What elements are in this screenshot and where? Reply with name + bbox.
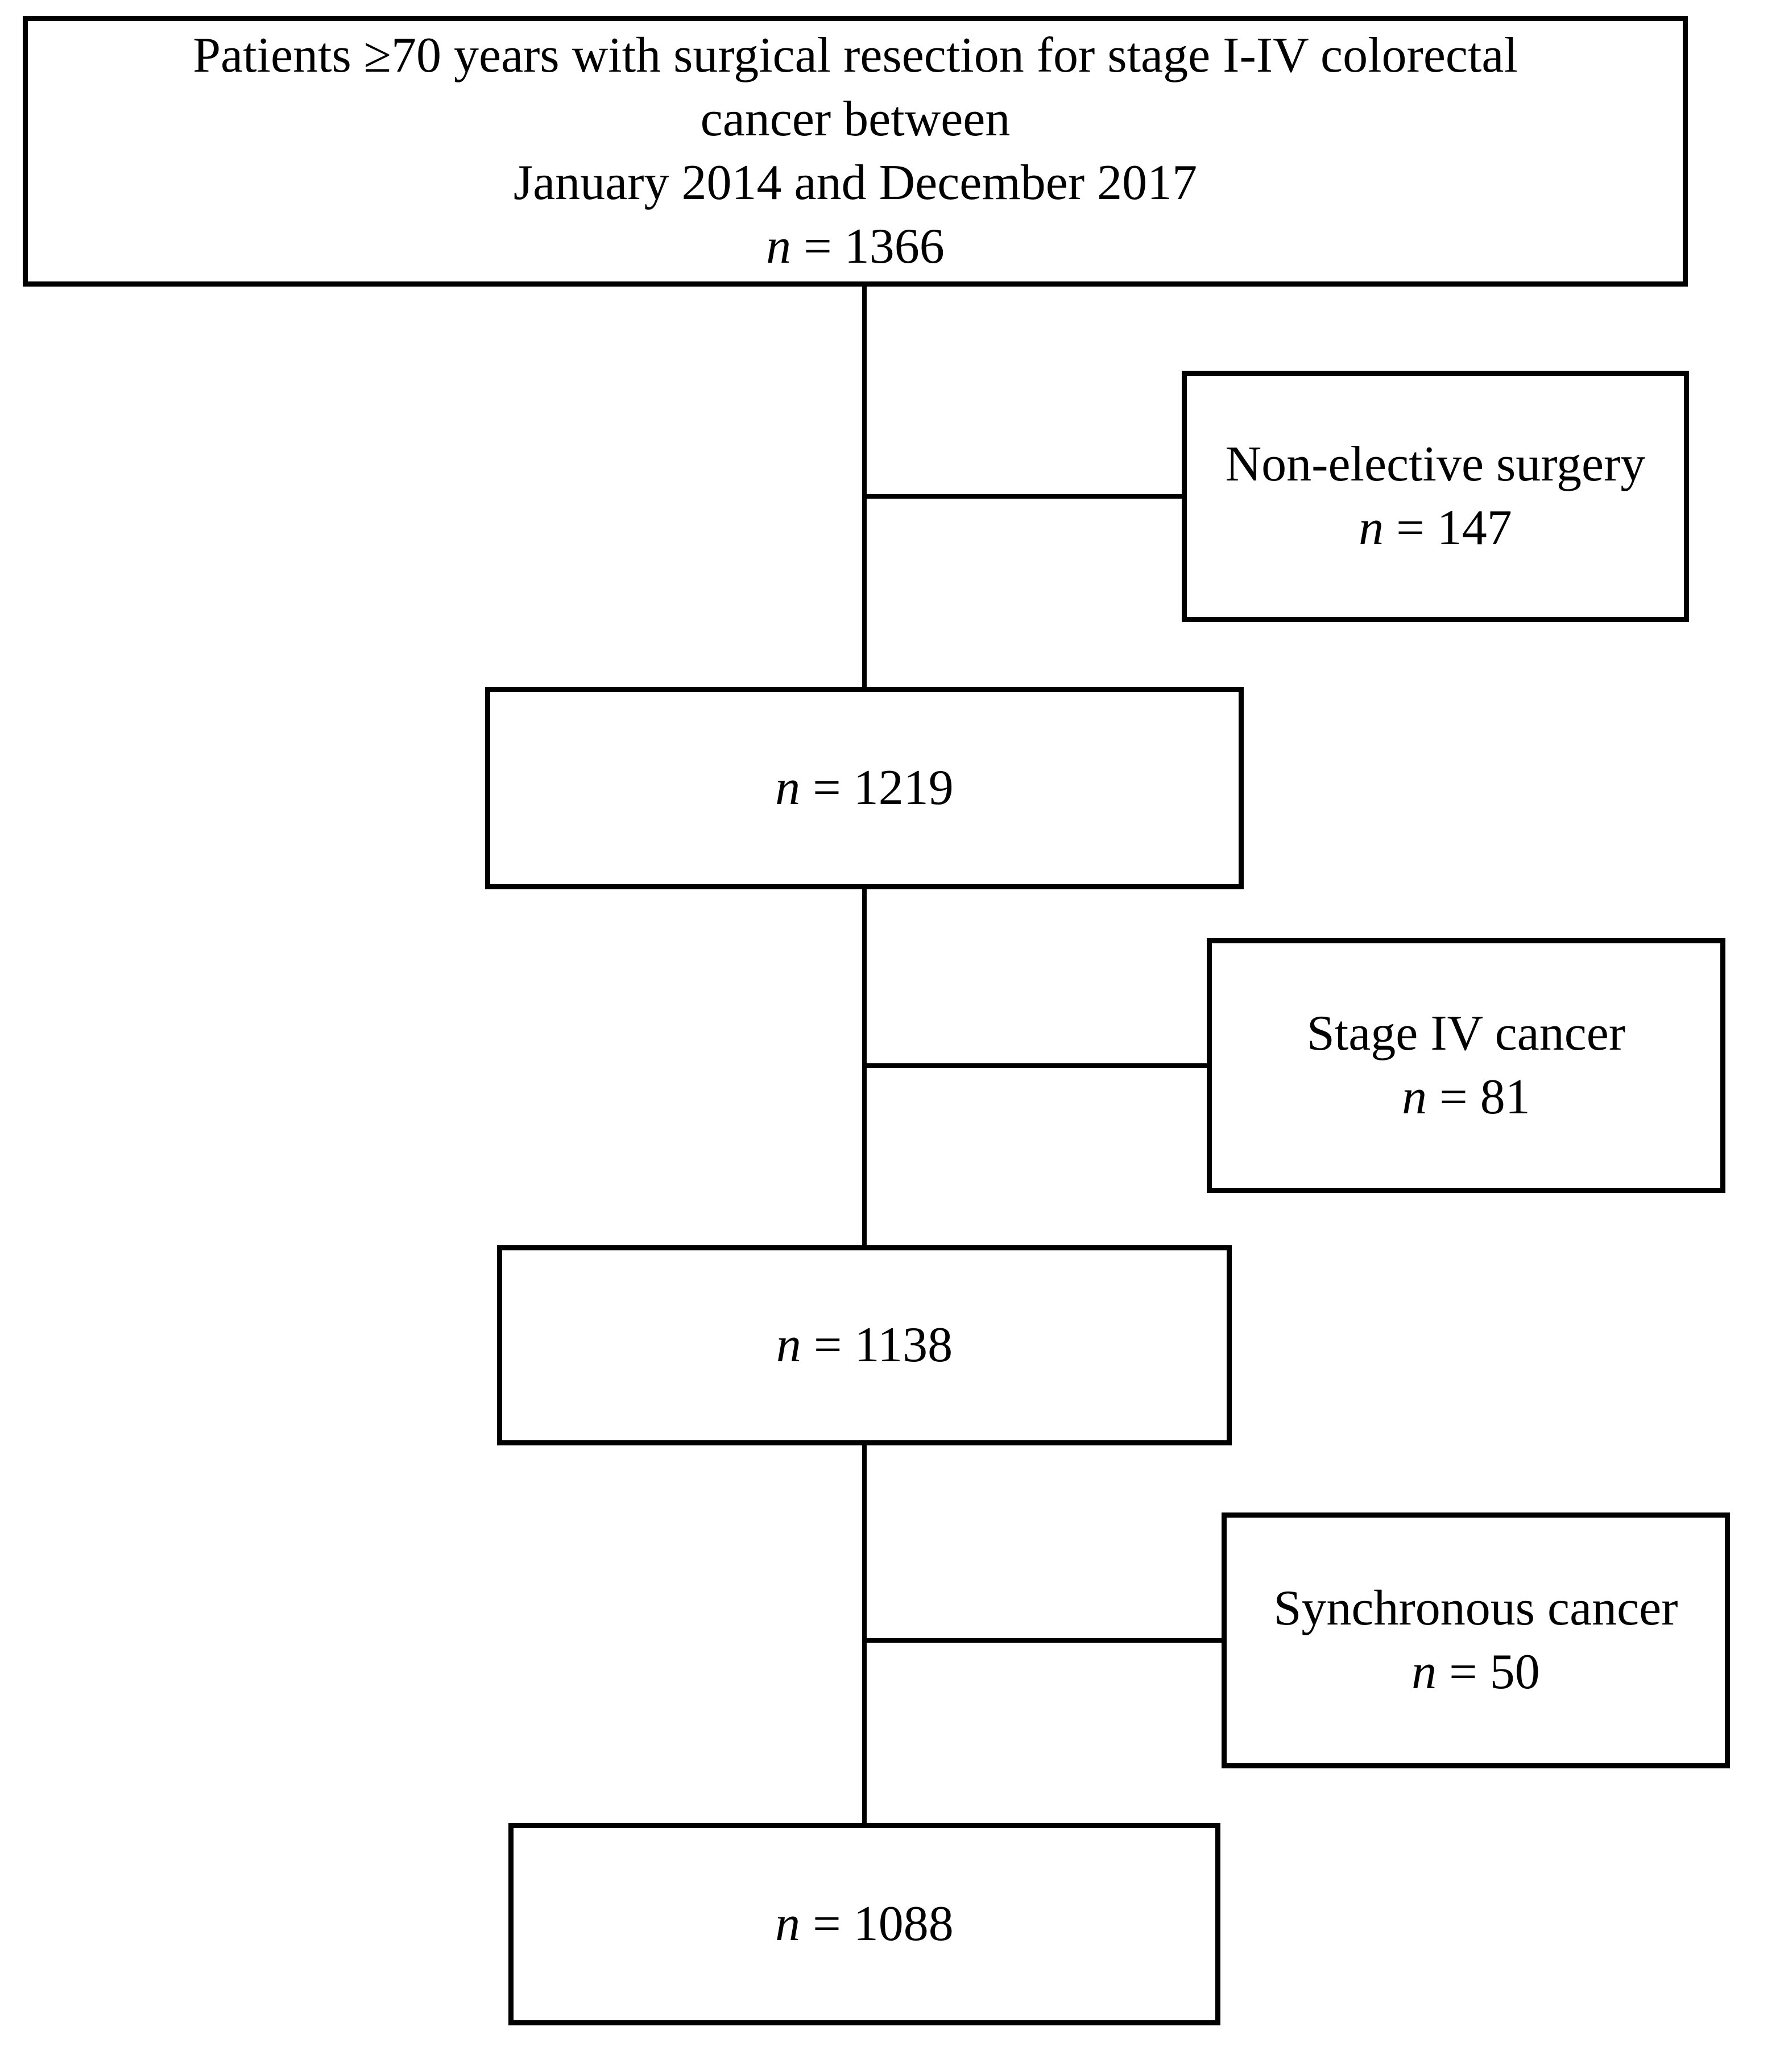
n-value: = 1366 <box>791 219 945 274</box>
n-symbol: n <box>1359 500 1384 556</box>
exclusion-n-count: n = 147 <box>1359 496 1512 560</box>
n-symbol: n <box>1402 1070 1427 1125</box>
n-value: = 1219 <box>800 760 954 815</box>
enrollment-n-count: n = 1366 <box>766 215 945 279</box>
exclusion-label: Synchronous cancer <box>1273 1581 1678 1636</box>
n-value: = 1088 <box>800 1896 954 1951</box>
enrollment-text-line-3: January 2014 and December 2017 <box>513 155 1198 210</box>
n-symbol: n <box>775 760 801 815</box>
connector-horizontal-to-exclusion2 <box>864 1063 1207 1068</box>
exclusion-box-synchronous-cancer: Synchronous cancer n = 50 <box>1222 1512 1730 1768</box>
connector-horizontal-to-exclusion3 <box>864 1638 1222 1643</box>
n-value: = 50 <box>1437 1644 1540 1700</box>
exclusion-box-non-elective-surgery: Non-elective surgery n = 147 <box>1182 371 1689 622</box>
n-symbol: n <box>766 219 792 274</box>
enrollment-text-line-2: cancer between <box>700 92 1011 147</box>
exclusion-label: Non-elective surgery <box>1225 437 1646 492</box>
exclusion-box-stage-iv-cancer: Stage IV cancer n = 81 <box>1207 938 1725 1193</box>
enrollment-box: Patients ≥70 years with surgical resecti… <box>23 16 1688 287</box>
final-cohort-box: n = 1088 <box>508 1823 1220 2025</box>
cohort-box-after-exclusion-1: n = 1219 <box>485 687 1244 889</box>
n-symbol: n <box>775 1896 801 1951</box>
n-symbol: n <box>1411 1644 1437 1700</box>
cohort-box-after-exclusion-2: n = 1138 <box>497 1245 1232 1445</box>
n-value: = 1138 <box>801 1317 953 1373</box>
connector-vertical-top-to-cohort1 <box>862 287 867 687</box>
n-value: = 81 <box>1427 1070 1530 1125</box>
connector-vertical-cohort2-to-cohort3 <box>862 1445 867 1823</box>
exclusion-label: Stage IV cancer <box>1306 1006 1626 1061</box>
enrollment-text-line-1: Patients ≥70 years with surgical resecti… <box>193 28 1518 83</box>
cohort-n-count: n = 1219 <box>775 756 954 820</box>
exclusion-n-count: n = 81 <box>1402 1066 1530 1129</box>
n-symbol: n <box>776 1317 801 1373</box>
cohort-n-count: n = 1088 <box>775 1892 954 1956</box>
connector-horizontal-to-exclusion1 <box>864 494 1182 499</box>
n-value: = 147 <box>1384 500 1512 556</box>
cohort-n-count: n = 1138 <box>776 1313 953 1377</box>
exclusion-n-count: n = 50 <box>1411 1640 1540 1704</box>
